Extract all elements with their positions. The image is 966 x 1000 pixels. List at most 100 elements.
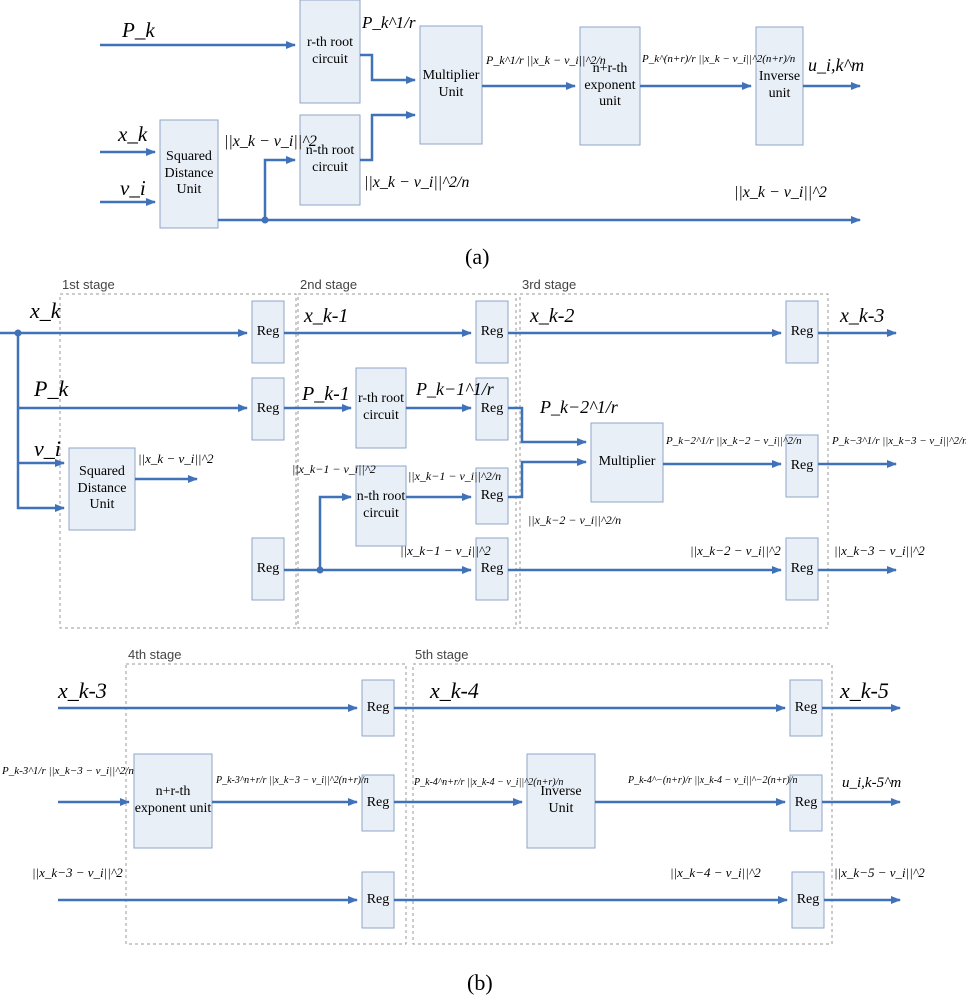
b-label-dist1: ||x_k−1 − v_i||^2 — [292, 462, 376, 476]
reg-label: Reg — [790, 457, 814, 473]
b-label-dist1-b: ||x_k−1 − v_i||^2 — [400, 543, 491, 558]
a-nth-root-block — [299, 114, 361, 206]
b-label-dist2: ||x_k−2 − v_i||^2 — [690, 543, 781, 558]
b-wire-p2 — [508, 406, 587, 446]
reg-s5-i — [789, 774, 823, 832]
a-inverse-label: Inverse unit — [758, 69, 801, 101]
a-label-xk: x_k — [118, 122, 148, 146]
reg-s4-e — [361, 774, 395, 832]
reg-label: Reg — [480, 400, 504, 416]
b-label-in4: P_k-3^1/r ||x_k−3 − v_i||^2/n — [2, 765, 134, 777]
stage-title-3: 3rd stage — [522, 277, 577, 292]
b-label-dist3-b: ||x_k−3 − v_i||^2 — [32, 865, 123, 880]
reg-label: Reg — [480, 560, 504, 576]
reg-label: Reg — [480, 487, 504, 503]
a-wire-dist-to-nth — [263, 156, 296, 220]
a-squared-distance-block — [159, 119, 219, 229]
reg-s2-n — [475, 467, 509, 525]
b-wire-xk-to-sq — [16, 333, 65, 512]
b-label-pk: P_k — [34, 376, 69, 401]
reg-label: Reg — [256, 560, 280, 576]
b-label-mult-out: P_k−2^1/r ||x_k−2 − v_i||^2/n — [666, 435, 802, 447]
b-exponent-label: n+r-th exponent unit — [134, 784, 212, 816]
b-multiplier-label: Multiplier — [598, 454, 656, 470]
a-label-mult-out: P_k^1/r ||x_k − v_i||^2/n — [486, 53, 606, 67]
b-label-dist3: ||x_k−3 − v_i||^2 — [834, 543, 925, 558]
reg-label: Reg — [794, 794, 818, 810]
b-label-dist1-root: ||x_k−1 − v_i||^2/n — [408, 469, 502, 483]
b-wire-d1-to-nth — [318, 493, 352, 570]
diagram-b — [0, 293, 901, 945]
reg-label: Reg — [790, 560, 814, 576]
a-junction — [261, 216, 269, 224]
b-label-vi: v_i — [34, 436, 61, 461]
b-label-inv-out: P_k-4^−(n+r)/r ||x_k-4 − v_i||^−2(n+r)/n — [628, 775, 798, 786]
reg-label: Reg — [366, 794, 390, 810]
reg-s1-p — [251, 377, 285, 441]
b-label-exp-out: P_k-3^n+r/r ||x_k−3 − v_i||^2(n+r)/n — [216, 775, 369, 786]
reg-label: Reg — [366, 891, 390, 907]
reg-label: Reg — [480, 323, 504, 339]
b-label-xk1: x_k-1 — [304, 305, 349, 327]
a-wire-rth-to-mult — [360, 53, 416, 84]
a-label-pk-root: P_k^1/r — [362, 13, 416, 32]
a-label-pk: P_k — [122, 18, 155, 42]
b-rth-root-label: r-th root circuit — [358, 391, 404, 423]
b-label-u: u_i,k-5^m — [842, 775, 902, 791]
b-label-xk2: x_k-2 — [530, 305, 575, 327]
stage-title-4: 4th stage — [128, 647, 182, 662]
reg-label: Reg — [794, 699, 818, 715]
caption-b: (b) — [467, 970, 493, 995]
b-squared-distance-block — [68, 447, 136, 531]
stage-title-1: 1st stage — [62, 277, 115, 292]
b-nth-root-block — [355, 465, 407, 547]
b-label-xk3: x_k-3 — [840, 305, 885, 327]
reg-s3-x — [785, 300, 819, 364]
b-label-xk4: x_k-4 — [430, 678, 479, 703]
reg-s5-d — [791, 871, 825, 929]
reg-s3-d — [785, 537, 819, 601]
b-label-pk1: P_k-1 — [302, 383, 350, 405]
reg-s1-d — [251, 537, 285, 601]
b-label-dist5: ||x_k−5 − v_i||^2 — [834, 865, 925, 880]
b-label-xk3-b: x_k-3 — [58, 678, 107, 703]
a-label-dist-root: ||x_k − v_i||^2/n — [364, 174, 470, 191]
stage-border-5 — [412, 663, 833, 945]
a-wire-nth-to-mult — [360, 111, 416, 162]
b-label-pk2-root: P_k−2^1/r — [540, 397, 618, 417]
b-label-dist4: ||x_k−4 − v_i||^2 — [670, 865, 761, 880]
stage-border-2 — [297, 293, 517, 629]
b-label-xk: x_k — [30, 298, 61, 323]
b-wire-n2 — [508, 458, 587, 499]
b-label-dist2-root: ||x_k−2 − v_i||^2/n — [528, 513, 622, 527]
b-nth-root-label: n-th root circuit — [356, 489, 406, 521]
a-label-dist: ||x_k − v_i||^2 — [224, 133, 317, 150]
diagram-a — [100, 0, 861, 229]
b-label-in5: P_k-4^n+r/r ||x_k-4 − v_i||^2(n+r)/n — [414, 777, 564, 788]
b-exponent-block — [133, 753, 213, 849]
a-nth-root-label: n-th root circuit — [305, 143, 355, 175]
reg-s5-x — [789, 679, 823, 737]
b-inverse-block — [526, 753, 596, 849]
reg-s4-x — [361, 679, 395, 737]
reg-label: Reg — [256, 323, 280, 339]
b-label-out3: P_k−3^1/r ||x_k−3 − v_i||^2/n — [832, 435, 966, 447]
a-label-dist-out: ||x_k − v_i||^2 — [734, 184, 827, 201]
reg-s2-d — [475, 537, 509, 601]
b-squared-distance-label: Squared Distance Unit — [77, 463, 127, 513]
b-label-sq-out: ||x_k − v_i||^2 — [138, 451, 214, 466]
a-exponent-block — [579, 26, 641, 146]
a-label-u: u_i,k^m — [808, 55, 865, 75]
stage-border-3 — [519, 293, 829, 629]
a-rth-root-block — [299, 0, 361, 104]
stage-title-5: 5th stage — [415, 647, 469, 662]
reg-label: Reg — [366, 699, 390, 715]
stage-title-2: 2nd stage — [300, 277, 358, 292]
reg-label: Reg — [256, 400, 280, 416]
a-exponent-label: n+r-th exponent unit — [584, 60, 636, 110]
b-multiplier-block — [590, 422, 664, 503]
reg-s3-m — [785, 434, 819, 498]
a-label-exp-out: P_k^(n+r)/r ||x_k − v_i||^2(n+r)/n — [642, 53, 796, 65]
a-squared-distance-label: Squared Distance Unit — [164, 148, 214, 198]
